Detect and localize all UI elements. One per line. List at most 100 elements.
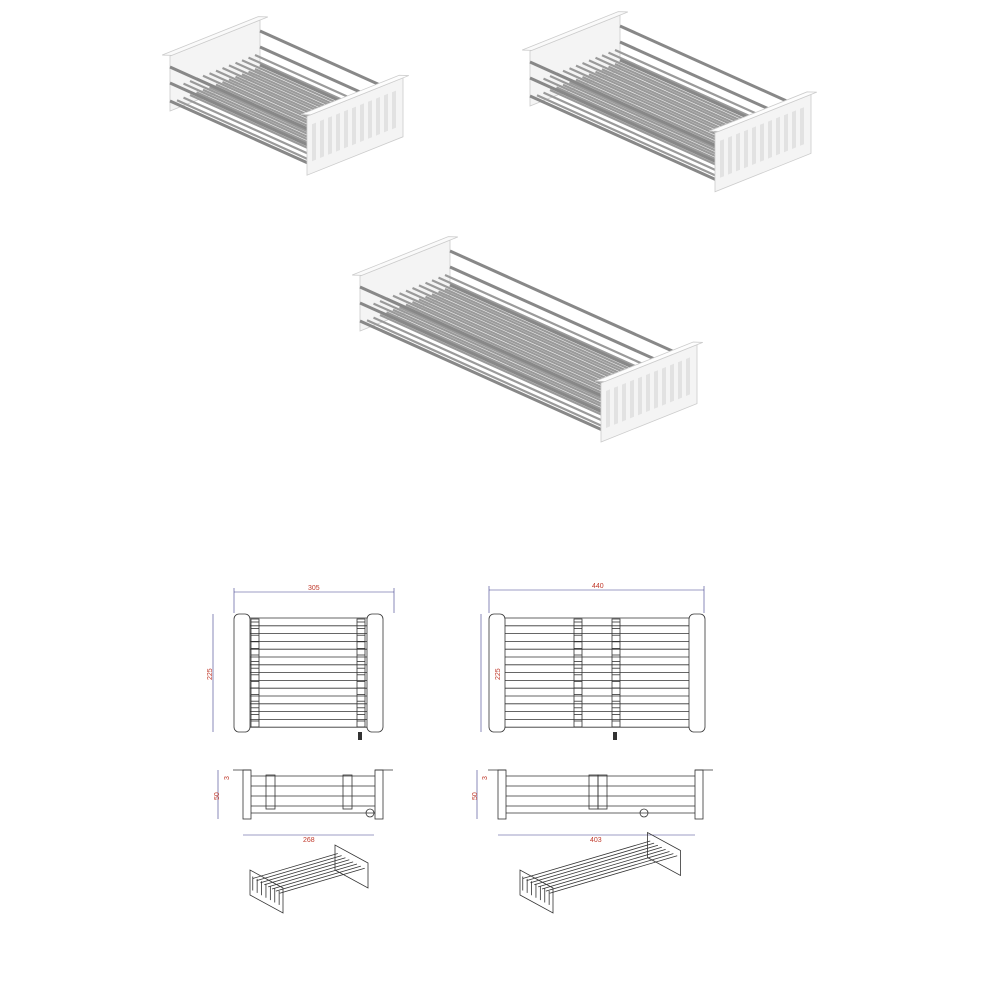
- rod: [549, 74, 739, 162]
- isometric-sketches: [249, 831, 681, 914]
- knob: [639, 808, 649, 818]
- panel-slot: [760, 123, 764, 162]
- sketch-rod: [545, 853, 674, 892]
- end-panel: [233, 613, 251, 733]
- panel-slot: [336, 113, 340, 152]
- sketch-panel: [334, 844, 369, 889]
- panel-slot: [360, 103, 364, 142]
- panel-slot: [328, 116, 332, 155]
- rod: [373, 302, 618, 415]
- sketch-panel: [519, 869, 554, 914]
- side-rod: [529, 60, 719, 148]
- panel-slot: [614, 386, 618, 425]
- slider: [342, 774, 353, 810]
- end-panel: [374, 769, 384, 820]
- rod: [543, 91, 732, 179]
- slider: [265, 774, 276, 810]
- rod: [366, 319, 612, 432]
- side-rod: [169, 99, 311, 166]
- panel-top: [595, 341, 703, 382]
- rod: [556, 86, 745, 174]
- rod: [549, 88, 739, 176]
- rod: [176, 99, 318, 165]
- rod: [392, 308, 638, 421]
- panel-top: [522, 11, 628, 51]
- side-rod: [619, 24, 809, 112]
- panel-slot: [728, 136, 732, 175]
- rod: [536, 94, 726, 181]
- rod: [379, 299, 625, 412]
- panel-top: [709, 91, 817, 132]
- side-rod: [529, 76, 719, 164]
- panel-slot: [392, 90, 396, 130]
- sketch-rod: [526, 842, 655, 881]
- panel-slot: [638, 376, 642, 416]
- panel-slot: [384, 93, 388, 133]
- sketch-rod: [279, 867, 365, 894]
- slider: [573, 618, 583, 728]
- dimension-height: 50: [472, 792, 479, 800]
- rod: [373, 316, 618, 429]
- panel-slot: [606, 389, 610, 428]
- panel-slot: [784, 113, 788, 153]
- rod: [379, 313, 625, 426]
- end-panel: [497, 769, 507, 820]
- panel-slot: [344, 109, 348, 149]
- basket-collapsed: [162, 16, 409, 176]
- sketch-rod: [538, 849, 666, 888]
- panel-slot: [646, 373, 650, 412]
- panel-slot: [768, 120, 772, 159]
- panel-slot: [670, 363, 674, 403]
- sketch-rod: [530, 844, 659, 884]
- panel-top: [162, 16, 268, 56]
- end-panel: [694, 769, 704, 820]
- sketch-rod: [275, 865, 361, 892]
- basket-extended: [522, 11, 817, 193]
- panel-slot: [678, 360, 682, 400]
- rod: [543, 77, 732, 165]
- technical-drawings: 305 225 440 225 3 50 268 3 50 40: [207, 583, 713, 914]
- slider: [588, 774, 599, 810]
- dimension-rim: 3: [482, 776, 489, 780]
- dimension-inner-width: 403: [590, 837, 602, 844]
- knob: [613, 732, 617, 740]
- panel-slot: [776, 116, 780, 156]
- end-panel: [688, 613, 706, 733]
- side-rod: [169, 65, 311, 132]
- side-rod: [529, 94, 719, 182]
- top-view-collapsed: 305 225: [207, 585, 395, 740]
- panel-top: [352, 236, 458, 276]
- dimension-width: 440: [592, 583, 604, 590]
- sketch-rod: [260, 857, 346, 884]
- sketch-panel: [647, 831, 681, 877]
- panel-slot: [654, 370, 658, 409]
- knob: [358, 732, 362, 740]
- sketch-rod: [256, 855, 342, 881]
- sketch-rod: [268, 861, 354, 888]
- panel-slot: [686, 357, 690, 396]
- panel-slot: [320, 119, 324, 158]
- rod: [386, 311, 631, 424]
- panel-slot: [352, 106, 356, 146]
- dimension-depth: 225: [495, 668, 502, 680]
- top-view-extended: 440 225: [480, 583, 706, 740]
- side-rod: [169, 81, 311, 148]
- panel-slot: [622, 383, 626, 422]
- side-view-collapsed: 3 50 268: [214, 769, 393, 844]
- sketch-rod: [522, 840, 651, 879]
- sketch-rod: [252, 853, 338, 879]
- knob: [365, 808, 375, 818]
- panel-slot: [376, 97, 380, 136]
- dimension-width: 305: [308, 585, 320, 592]
- panel-slot: [792, 110, 796, 149]
- rod: [183, 82, 324, 148]
- basket-fully-extended: [352, 236, 703, 443]
- slider: [597, 774, 608, 810]
- rod: [183, 96, 324, 162]
- panel-slot: [720, 139, 724, 178]
- dimension-depth: 225: [207, 668, 214, 680]
- panel-slot: [752, 126, 756, 165]
- slider: [356, 618, 366, 728]
- rod: [392, 294, 638, 407]
- panel-slot: [630, 379, 634, 419]
